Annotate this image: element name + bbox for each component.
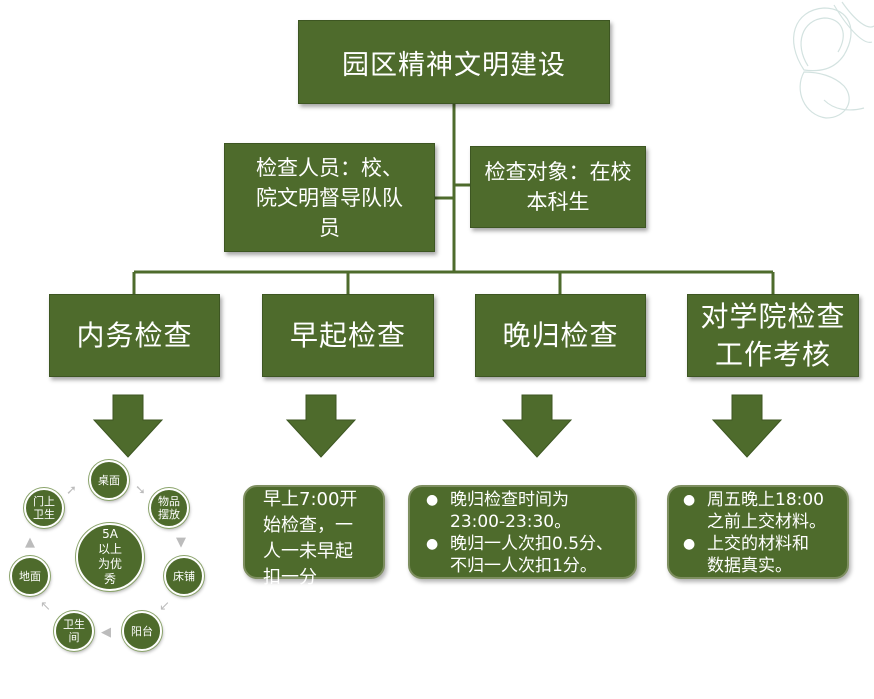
cycle-center-line: 秀: [103, 572, 116, 586]
category-label: 早起检查: [289, 318, 406, 352]
cycle-arrow-icon: ↙: [159, 599, 170, 614]
targets-line: 检查对象：在校: [484, 160, 632, 184]
category-label: 内务检查: [76, 318, 193, 352]
cycle-node-balcony: 阳台: [122, 611, 162, 651]
late-return-item: 晚归一人次扣0.5分、 不归一人次扣1分。: [424, 533, 629, 577]
morning-line: 早上7:00开: [263, 489, 358, 510]
cycle-arrow-icon: ↖: [40, 599, 51, 614]
down-arrow-4: [711, 394, 783, 458]
cycle-arrow-icon: ◀: [101, 625, 111, 640]
cycle-node-label: 卫生: [63, 618, 85, 631]
morning-line: 始检查，一: [263, 515, 353, 536]
assessment-detail-box: 周五晚上18:00 之前上交材料。 上交的材料和 数据真实。: [667, 485, 849, 579]
category-housekeeping: 内务检查: [49, 294, 220, 377]
item-line: 晚归一人次扣0.5分、: [450, 534, 614, 554]
cycle-node-label: 床铺: [173, 569, 195, 583]
cycle-node-label: 摆放: [158, 508, 180, 521]
cycle-center-line: 以上: [97, 542, 122, 556]
inspectors-line: 员: [319, 215, 340, 240]
item-line: 23:00-23:30。: [450, 512, 572, 532]
cycle-arrow-icon: ➘: [135, 483, 146, 498]
item-line: 不归一人次扣1分。: [450, 556, 597, 576]
late-return-item: 晚归检查时间为 23:00-23:30。: [424, 489, 629, 533]
diagram-title: 园区精神文明建设: [298, 20, 610, 104]
assessment-item: 周五晚上18:00 之前上交材料。: [681, 489, 841, 533]
inspectors-line: 院文明督导队队: [256, 185, 403, 210]
down-arrow-3: [501, 394, 573, 458]
category-morning: 早起检查: [262, 294, 434, 377]
item-line: 周五晚上18:00: [707, 490, 824, 510]
item-line: 数据真实。: [707, 556, 792, 576]
cycle-arrow-icon: ▲: [25, 535, 35, 550]
category-late-return: 晚归检查: [475, 294, 646, 377]
late-return-detail-box: 晚归检查时间为 23:00-23:30。 晚归一人次扣0.5分、 不归一人次扣1…: [408, 485, 637, 579]
down-arrow-2: [285, 394, 357, 458]
cycle-node-desk: 桌面: [89, 460, 129, 500]
category-label: 对学院检查: [700, 299, 846, 333]
down-arrow-1: [92, 394, 164, 458]
cycle-node-label: 桌面: [98, 473, 120, 487]
cycle-node-label: 物品: [158, 495, 180, 508]
item-line: 之前上交材料。: [707, 512, 826, 532]
cycle-node-bathroom: 卫生 间: [54, 611, 94, 651]
cycle-center-line: 5A: [102, 527, 118, 541]
item-line: 上交的材料和: [707, 534, 809, 554]
cycle-node-label: 间: [68, 631, 80, 644]
inspectors-box: 检查人员：校、 院文明督导队队 员: [224, 143, 435, 252]
inspectors-line: 检查人员：校、: [256, 155, 403, 180]
morning-line: 人一未早起: [263, 541, 353, 562]
targets-line: 本科生: [526, 190, 590, 214]
cycle-node-label: 阳台: [131, 624, 153, 638]
morning-line: 扣一分: [263, 567, 317, 588]
cycle-node-floor: 地面: [10, 556, 50, 596]
butterfly-watermark-icon: [793, 1, 874, 119]
cycle-node-items: 物品 摆放: [149, 488, 189, 528]
cycle-center-node: 5A 以上 为优 秀: [76, 523, 144, 591]
cycle-arrow-icon: ▼: [176, 535, 186, 550]
assessment-item: 上交的材料和 数据真实。: [681, 533, 841, 577]
cycle-node-door: 门上 卫生: [24, 488, 64, 528]
cycle-arrow-icon: ➚: [66, 483, 77, 498]
cycle-center-line: 为优: [97, 557, 122, 571]
morning-detail-box: 早上7:00开 始检查，一 人一未早起 扣一分: [243, 485, 385, 588]
cycle-node-bed: 床铺: [164, 556, 204, 596]
category-label: 工作考核: [714, 337, 831, 371]
cycle-node-label: 地面: [19, 569, 41, 583]
category-college-assessment: 对学院检查 工作考核: [687, 294, 859, 377]
cycle-node-label: 门上: [33, 495, 55, 508]
item-line: 晚归检查时间为: [450, 490, 569, 510]
category-label: 晚归检查: [502, 318, 619, 352]
targets-box: 检查对象：在校 本科生: [470, 146, 646, 228]
cycle-node-label: 卫生: [33, 508, 55, 521]
